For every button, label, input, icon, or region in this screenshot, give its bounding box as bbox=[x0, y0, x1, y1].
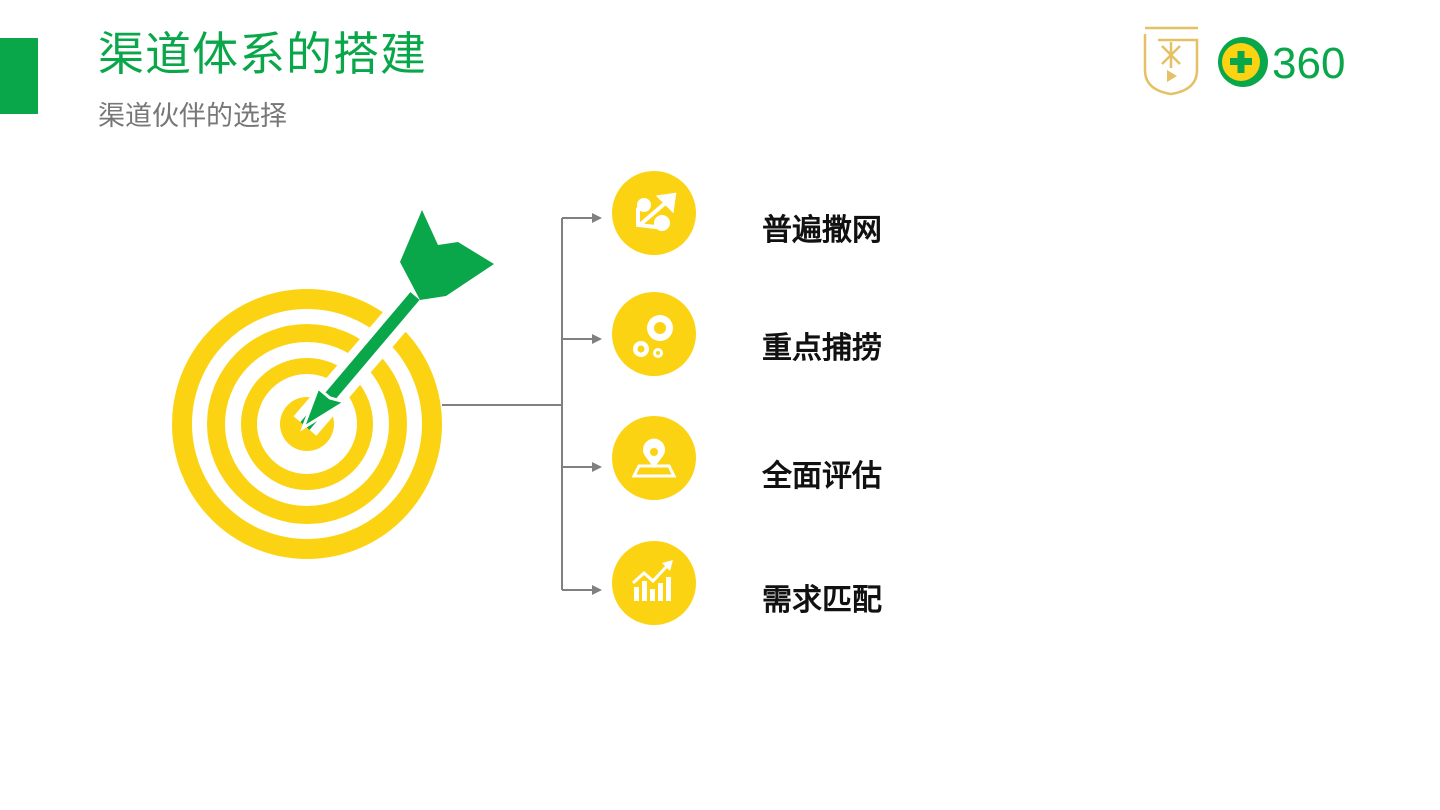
map-pin-icon bbox=[612, 416, 696, 500]
connector-lines bbox=[442, 213, 602, 595]
item-label: 需求匹配 bbox=[762, 583, 882, 618]
brand-logo: 360 bbox=[1143, 26, 1345, 96]
growth-chart-icon bbox=[612, 541, 696, 625]
academy-badge-icon bbox=[1143, 26, 1199, 96]
page-title: 渠道体系的搭建 bbox=[98, 27, 427, 81]
page-subtitle: 渠道伙伴的选择 bbox=[98, 101, 287, 132]
item-label: 重点捕捞 bbox=[762, 331, 882, 366]
item-label: 普遍撒网 bbox=[762, 213, 882, 248]
gears-icon bbox=[612, 292, 696, 376]
title-accent-bar bbox=[0, 38, 38, 114]
share-arrow-icon bbox=[612, 171, 696, 255]
item-label: 全面评估 bbox=[762, 459, 882, 494]
dart-arrow-icon bbox=[293, 210, 494, 436]
brand-text: 360 bbox=[1272, 39, 1345, 88]
